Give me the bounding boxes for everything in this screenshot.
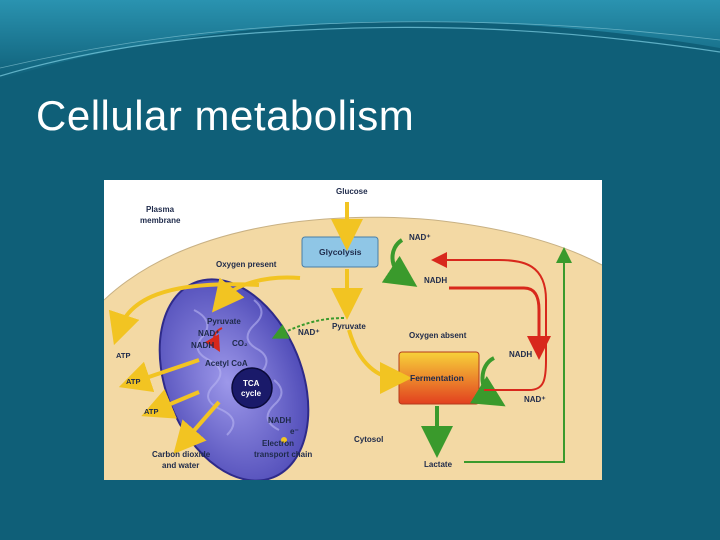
metabolism-diagram: Glucose Plasma membrane Oxygen present G… — [104, 180, 602, 480]
atp-arrow-2 — [141, 389, 200, 419]
carbon-dioxide-label-1: Carbon dioxide — [152, 450, 211, 459]
slide-title: Cellular metabolism — [36, 92, 415, 139]
etc-label-2: transport chain — [254, 450, 312, 459]
etc-label-1: Electron — [262, 439, 294, 448]
nad-return-arrow — [431, 252, 547, 391]
co2-label: CO₂ — [232, 339, 248, 348]
tca-label-2: cycle — [241, 389, 262, 398]
atp-label-2: ATP — [126, 377, 140, 386]
slide-header-swoosh — [0, 0, 720, 90]
mito-nadh-loop-arrow — [205, 327, 223, 352]
pyruvate-to-fermentation-arrow — [347, 329, 412, 394]
nadh-top-label: NADH — [424, 276, 447, 285]
atp-arrow-1 — [118, 358, 200, 393]
cytosol-label: Cytosol — [354, 435, 383, 444]
electron-dot — [281, 437, 287, 443]
nad-plus-mito-label: NAD⁺ — [198, 329, 220, 338]
fermentation-label: Fermentation — [410, 373, 464, 383]
nadh-mito2-label: NADH — [268, 416, 291, 425]
oxygen-present-label: Oxygen present — [216, 260, 277, 269]
nadh-mito-label: NADH — [191, 341, 214, 350]
plasma-membrane-label-2: membrane — [140, 216, 181, 225]
pyruvate-into-mito-arrow — [271, 317, 345, 339]
lactate-recycle-arrow — [464, 247, 572, 463]
oxygen-present-left-arrow — [108, 282, 260, 346]
nadh-right-label: NADH — [509, 350, 532, 359]
oxygen-present-arrow — [211, 275, 301, 313]
plasma-membrane-label-1: Plasma — [146, 205, 175, 214]
pyruvate-center-label: Pyruvate — [332, 322, 366, 331]
nadh-to-fermentation-arrow — [449, 286, 551, 360]
electron-label: e⁻ — [290, 427, 299, 436]
tca-label-1: TCA — [243, 379, 260, 388]
glucose-label: Glucose — [336, 187, 368, 196]
lactate-label: Lactate — [424, 460, 453, 469]
fermentation-nad-arrow — [469, 356, 506, 407]
atp-label-3: ATP — [144, 407, 158, 416]
mitochondrion-cristae — [193, 299, 283, 436]
pyruvate-mito-label: Pyruvate — [207, 317, 241, 326]
glycolysis-label: Glycolysis — [319, 247, 362, 257]
nad-regeneration-top-arrow — [381, 238, 418, 287]
atp-label-1: ATP — [116, 351, 130, 360]
tca-cycle — [231, 367, 273, 409]
oxygen-absent-label: Oxygen absent — [409, 331, 467, 340]
acetyl-coa-label: Acetyl CoA — [205, 359, 248, 368]
nad-plus-top-label: NAD⁺ — [409, 233, 431, 242]
nad-plus-center-label: NAD⁺ — [298, 328, 320, 337]
carbon-dioxide-label-2: and water — [162, 461, 199, 470]
atp-arrow-3 — [173, 400, 221, 455]
nad-plus-right-label: NAD⁺ — [524, 395, 546, 404]
